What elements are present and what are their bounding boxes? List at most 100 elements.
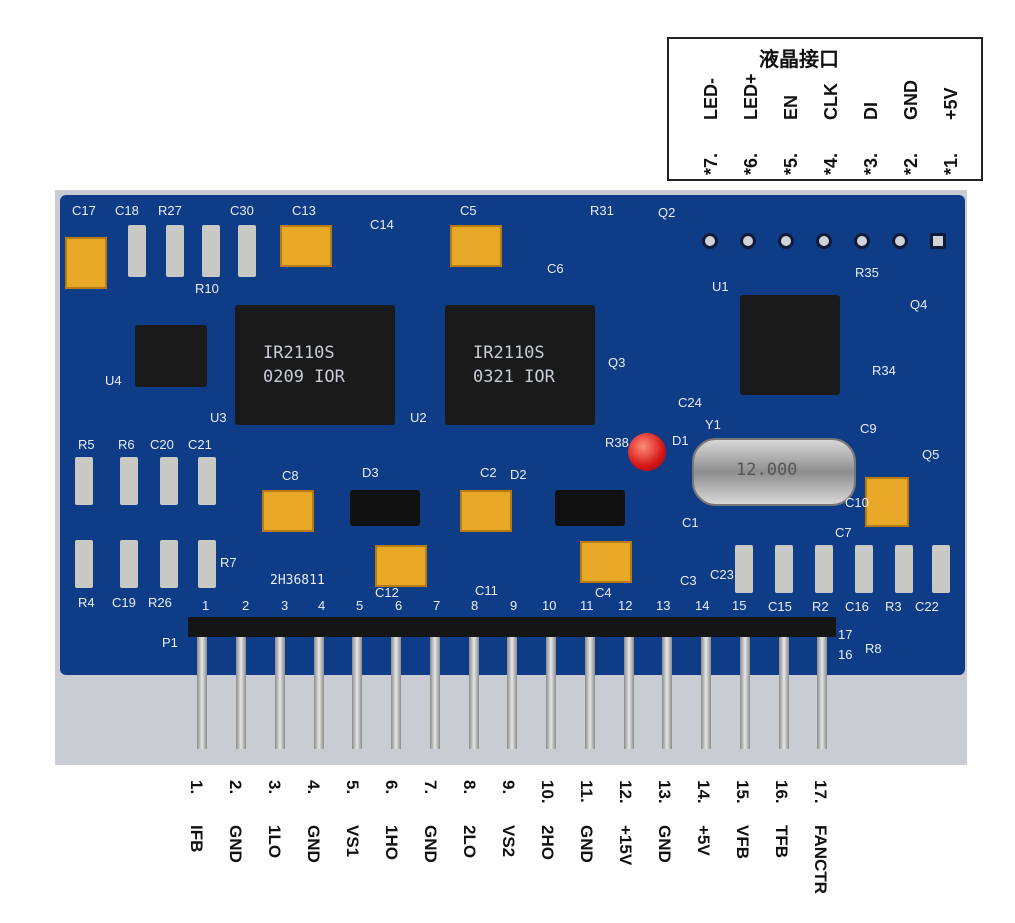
header-pad xyxy=(778,233,794,249)
silkscreen-label: C7 xyxy=(835,525,852,540)
smd-resistor xyxy=(895,545,913,593)
pin-label-6: 6. 1HO xyxy=(375,780,413,920)
header-pad xyxy=(702,233,718,249)
d2-diode xyxy=(555,490,625,526)
silkscreen-label: U1 xyxy=(712,279,729,294)
silkscreen-label: C1 xyxy=(682,515,699,530)
silkscreen-label: U3 xyxy=(210,410,227,425)
lcd-pin-7: *7. LED- xyxy=(693,65,729,179)
header-number: 17 xyxy=(838,627,853,642)
silkscreen-label: R26 xyxy=(148,595,172,610)
pin-leg xyxy=(469,637,479,749)
silkscreen-label: C16 xyxy=(845,599,869,614)
header-number: 9 xyxy=(510,598,518,613)
lcd-pin-name: LED- xyxy=(701,78,721,120)
lcd-pin-number: *4. xyxy=(821,152,841,175)
smd-resistor xyxy=(815,545,833,593)
smd-resistor xyxy=(198,540,216,588)
lcd-pin-name: LED+ xyxy=(741,73,761,120)
pin-leg xyxy=(391,637,401,749)
header-pad xyxy=(930,233,946,249)
pin-number: 5. xyxy=(343,780,362,795)
pin-leg xyxy=(662,637,672,749)
crystal-marking: 12.000 xyxy=(736,460,798,480)
lcd-pin-number: *7. xyxy=(701,152,721,175)
silkscreen-label: C18 xyxy=(115,203,139,218)
chip-marking: 0321 IOR xyxy=(473,367,555,387)
pin-label-4: 4. GND xyxy=(297,780,335,920)
silkscreen-label: R35 xyxy=(855,265,879,280)
silkscreen-label: R8 xyxy=(865,641,882,656)
tantalum-capacitor xyxy=(262,490,314,532)
header-number: 15 xyxy=(732,598,747,613)
pin-name: GND xyxy=(304,825,323,863)
pin-name: 2LO xyxy=(460,825,479,859)
silkscreen-label: Q3 xyxy=(608,355,626,370)
pin-name: +5V xyxy=(694,825,713,856)
pin-leg xyxy=(507,637,517,749)
header-number: 2 xyxy=(242,598,250,613)
pin-leg xyxy=(585,637,595,749)
header-number: 5 xyxy=(356,598,364,613)
header-number: 4 xyxy=(318,598,326,613)
lcd-pin-2: *2. GND xyxy=(893,65,929,179)
header-number: 6 xyxy=(395,598,403,613)
header-number: 7 xyxy=(433,598,441,613)
pin-label-12: 12. +15V xyxy=(609,780,647,920)
silkscreen-label: R5 xyxy=(78,437,95,452)
silkscreen-label: C2 xyxy=(480,465,497,480)
pin-name: FANCTR xyxy=(811,825,830,894)
smd-resistor xyxy=(120,540,138,588)
smd-resistor xyxy=(775,545,793,593)
pin-label-16: 16. TFB xyxy=(765,780,803,920)
tantalum-capacitor xyxy=(865,477,909,527)
header-number: 11 xyxy=(580,598,594,613)
lcd-pin-6: *6. LED+ xyxy=(733,65,769,179)
pin-number: 3. xyxy=(265,780,284,795)
silkscreen-label: R34 xyxy=(872,363,896,378)
lcd-pin-number: *1. xyxy=(941,152,961,175)
silkscreen-label: C22 xyxy=(915,599,939,614)
lcd-pin-3: *3. DI xyxy=(853,65,889,179)
pin-number: 1. xyxy=(187,780,206,795)
silkscreen-label: C11 xyxy=(475,583,498,598)
pin-number: 10. xyxy=(538,780,557,804)
smd-resistor xyxy=(855,545,873,593)
pin-label-11: 11. GND xyxy=(570,780,608,920)
lcd-pin-1: *1. +5V xyxy=(933,65,969,179)
header-number: 12 xyxy=(618,598,633,613)
header-number: 8 xyxy=(471,598,479,613)
board-code: 2H36811 xyxy=(270,573,325,588)
header-pad xyxy=(740,233,756,249)
pin-name: 2HO xyxy=(538,825,557,860)
smd-resistor xyxy=(75,457,93,505)
silkscreen-label: U2 xyxy=(410,410,427,425)
silkscreen-label: C20 xyxy=(150,437,174,452)
pin-name: IFB xyxy=(187,825,206,853)
smd-resistor xyxy=(160,457,178,505)
pin-name: VFB xyxy=(733,825,752,859)
ir2110s-chip-1: IR2110S 0209 IOR xyxy=(235,305,395,425)
pin-label-7: 7. GND xyxy=(414,780,452,920)
smd-resistor xyxy=(202,225,220,277)
header-pad xyxy=(816,233,832,249)
pin-name: GND xyxy=(655,825,674,863)
silkscreen-label: Q2 xyxy=(658,205,676,220)
pin-leg xyxy=(236,637,246,749)
tantalum-capacitor xyxy=(460,490,512,532)
pin-leg xyxy=(624,637,634,749)
silkscreen-label: R4 xyxy=(78,595,95,610)
silkscreen-label: C24 xyxy=(678,395,702,410)
silkscreen-label: R3 xyxy=(885,599,902,614)
pin-number: 16. xyxy=(772,780,791,804)
silkscreen-label: C13 xyxy=(292,203,316,218)
lcd-pin-5: *5. EN xyxy=(773,65,809,179)
header-pad xyxy=(854,233,870,249)
chip-marking: IR2110S xyxy=(263,343,335,363)
pin-leg xyxy=(314,637,324,749)
lcd-interface-box: 液晶接口 *7. LED- *6. LED+ *5. EN *4. CLK *3… xyxy=(667,37,983,181)
pcb-board: IR2110S 0209 IOR IR2110S 0321 IOR 12.000… xyxy=(60,195,965,675)
d1-red-led xyxy=(628,433,666,471)
silkscreen-label: R6 xyxy=(118,437,135,452)
pin-name: GND xyxy=(421,825,440,863)
